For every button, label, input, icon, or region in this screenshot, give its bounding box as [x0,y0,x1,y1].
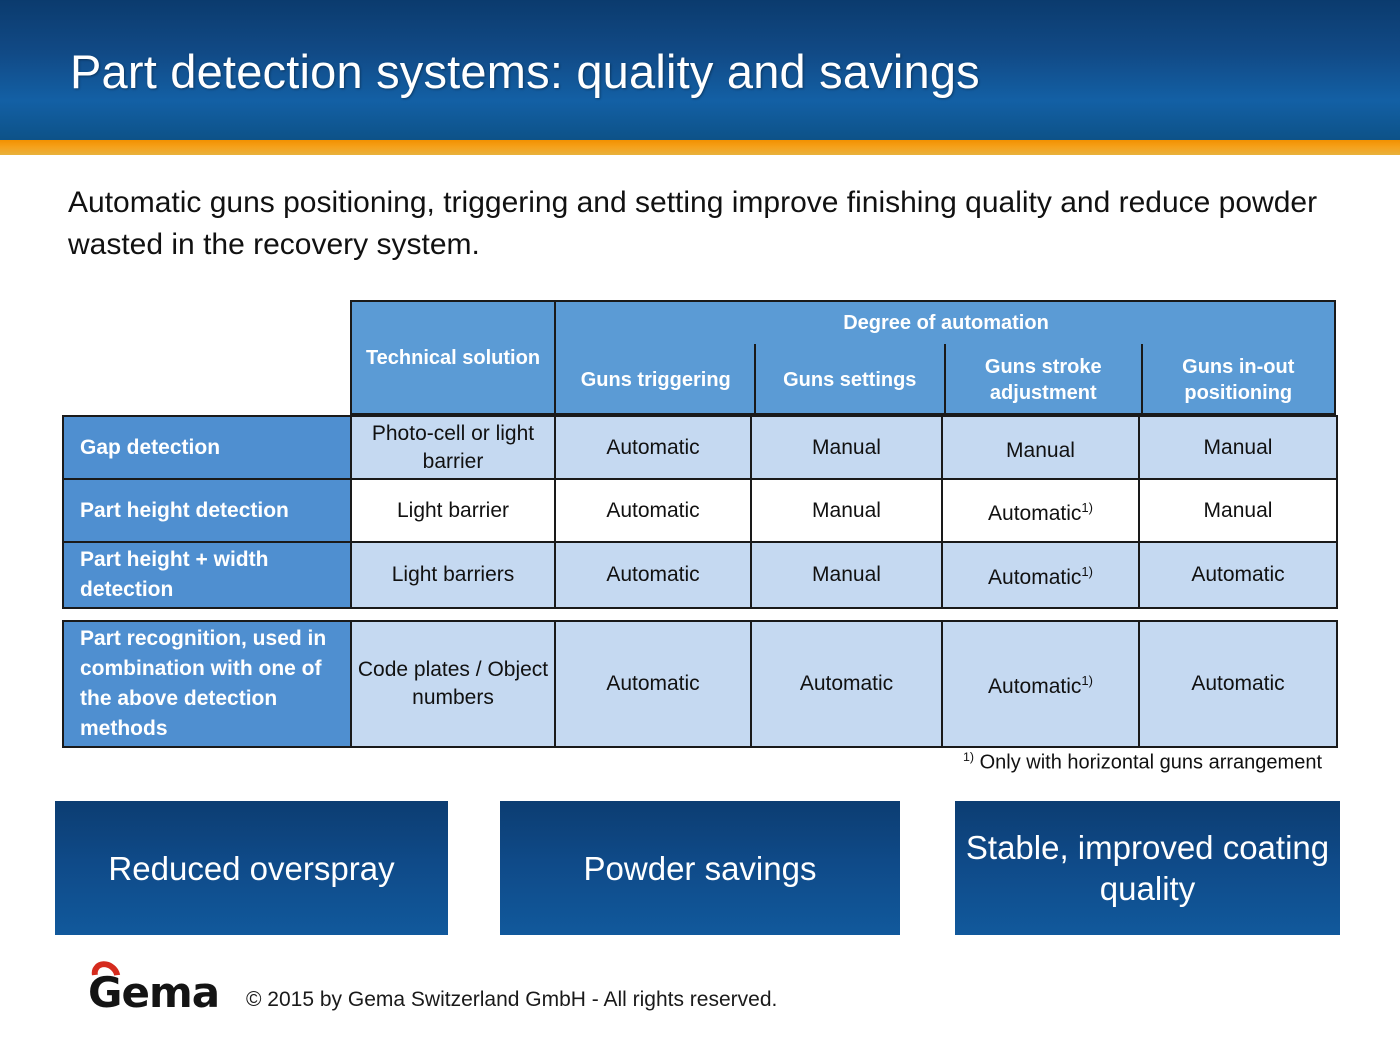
cell-guns-triggering: Automatic [554,620,752,748]
footnote-text: Only with horizontal guns arrangement [979,751,1322,774]
cell-guns-triggering: Automatic [554,415,752,480]
cell-guns-settings: Automatic [750,620,943,748]
column-header-guns-triggering: Guns triggering [580,368,731,391]
cell-solution: Photo-cell or light barrier [350,415,556,480]
cell-value: Automatic [988,501,1082,525]
footnote-marker-icon: 1) [963,750,975,764]
table-row: Part height + width detection Light barr… [62,541,1338,609]
cell-guns-stroke-adjustment: Automatic1) [941,620,1140,748]
column-header-row: Guns triggering Guns settings Guns strok… [558,344,1334,415]
benefit-box-powder-savings: Powder savings [500,801,900,935]
logo-wordmark: Gema [88,968,220,1017]
column-header-degree-of-automation: Degree of automation [843,311,1049,334]
cell-guns-triggering: Automatic [554,541,752,609]
subtitle-text: Automatic guns positioning, triggering a… [68,186,1318,261]
column-header-guns-settings: Guns settings [753,344,945,415]
cell-guns-settings: Manual [750,478,943,543]
spacer-cell [351,608,555,621]
row-label-part-recognition: Part recognition, used in combination wi… [62,620,352,748]
spacer-cell [751,608,942,621]
column-header-degree-group: Degree of automation Guns triggering Gun… [558,302,1334,415]
cell-guns-in-out-positioning: Manual [1138,415,1338,480]
row-label-gap-detection: Gap detection [62,415,352,480]
cell-guns-settings: Manual [750,415,943,480]
cell-solution: Light barriers [350,541,556,609]
spacer-cell [555,608,751,621]
header-accent-bar [0,140,1400,155]
column-header-guns-stroke-adjustment: Guns stroke adjustment [944,344,1141,415]
table-footnote: 1) Only with horizontal guns arrangement [963,750,1322,775]
table-body: Gap detection Photo-cell or light barrie… [62,415,1338,748]
header-banner [0,0,1400,140]
table-row-spacer [63,608,1337,621]
benefit-box-reduced-overspray: Reduced overspray [55,801,448,935]
spacer-cell [942,608,1139,621]
cell-solution: Light barrier [350,478,556,543]
copyright-text: © 2015 by Gema Switzerland GmbH - All ri… [246,988,778,1011]
spacer-cell [1139,608,1337,621]
column-header-technical-solution: Technical solution [352,302,556,413]
cell-guns-in-out-positioning: Automatic [1138,620,1338,748]
page-title: Part detection systems: quality and savi… [70,45,980,98]
cell-value: Manual [1006,438,1075,462]
spacer-cell [63,608,351,621]
cell-guns-stroke-adjustment: Automatic1) [941,478,1140,543]
cell-guns-in-out-positioning: Automatic [1138,541,1338,609]
cell-solution: Code plates / Object numbers [350,620,556,748]
table-header: Technical solution Degree of automation … [350,300,1336,415]
row-label-part-height-width-detection: Part height + width detection [62,541,352,609]
footnote-marker: 1) [1081,499,1093,515]
table-row: Gap detection Photo-cell or light barrie… [62,415,1338,480]
cell-value: Automatic [988,675,1082,698]
cell-guns-settings: Manual [750,541,943,609]
cell-guns-stroke-adjustment: Manual [941,415,1140,480]
table-row: Part recognition, used in combination wi… [62,620,1338,748]
row-label-part-height-detection: Part height detection [62,478,352,543]
benefit-box-coating-quality: Stable, improved coating quality [955,801,1340,935]
table-row: Part height detection Light barrier Auto… [62,478,1338,543]
gema-logo: Gema [84,955,220,1017]
cell-guns-triggering: Automatic [554,478,752,543]
cell-value: Automatic [988,566,1082,589]
footnote-marker: 1) [1081,673,1093,688]
cell-guns-stroke-adjustment: Automatic1) [941,541,1140,609]
cell-guns-in-out-positioning: Manual [1138,478,1338,543]
footnote-marker: 1) [1081,564,1093,579]
column-header-guns-in-out-positioning: Guns in-out positioning [1140,344,1335,415]
